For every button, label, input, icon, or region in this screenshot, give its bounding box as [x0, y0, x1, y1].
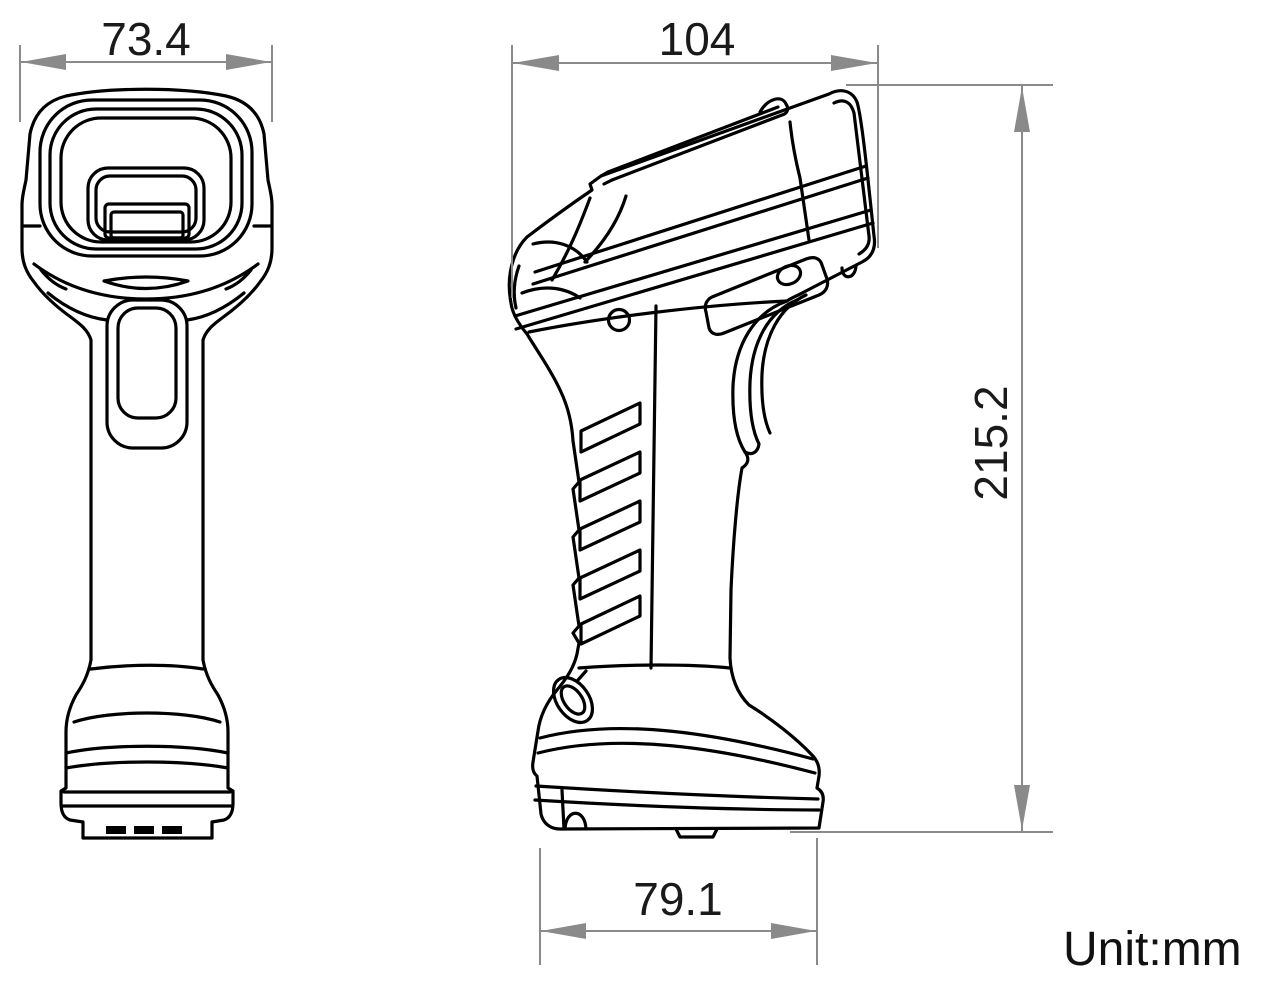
dimension-side-base-width	[539, 838, 818, 965]
dimension-label-front-width: 73.4	[101, 13, 191, 65]
side-view-drawing	[507, 89, 877, 839]
arrowhead-bottom	[1014, 785, 1030, 830]
side-lanyard-loop-outer	[551, 675, 595, 725]
dimension-annotations	[19, 45, 1053, 965]
front-window-block-inner	[109, 210, 185, 240]
side-underside-seam	[527, 299, 789, 334]
side-base-step-2	[533, 798, 821, 812]
front-bezel-ring-3	[59, 116, 233, 244]
front-collar-left	[46, 291, 109, 322]
front-scan-window-outer	[86, 166, 206, 242]
side-trigger-inner-1	[743, 298, 799, 456]
dimension-label-side-base-width: 79.1	[633, 873, 723, 925]
front-bezel-ring-2	[48, 107, 244, 251]
side-nose-face-line	[512, 264, 521, 310]
side-grip-ridge-4	[578, 548, 642, 601]
dimension-label-side-height: 215.2	[965, 385, 1017, 501]
side-loop-stem	[576, 669, 588, 682]
front-chin-dash-right	[224, 268, 253, 291]
front-chin-dash-left	[39, 268, 68, 291]
side-base-tab	[674, 827, 719, 839]
front-speaker-lens	[102, 275, 190, 291]
arrowhead-left	[21, 54, 66, 70]
side-outline	[507, 89, 877, 831]
front-base-band-1	[64, 744, 230, 755]
side-back-inner-edge	[832, 99, 871, 256]
side-base-vertical	[560, 788, 566, 831]
side-lanyard-loop-inner	[559, 684, 587, 716]
side-band-lower-1	[513, 208, 873, 318]
front-handle-seam	[89, 663, 205, 671]
side-base-arch	[563, 811, 588, 831]
arrowhead-left	[541, 923, 586, 939]
front-trigger-outer	[105, 298, 189, 450]
arrowhead-right	[771, 923, 816, 939]
side-handle-center-line	[649, 304, 658, 670]
dimension-side-height	[790, 84, 1053, 833]
side-panel	[703, 256, 830, 336]
side-base-step-1	[534, 784, 820, 801]
side-top-strip-cap	[758, 97, 790, 117]
side-nose-bezel-bottom	[520, 286, 582, 300]
front-chin-curve-1	[32, 262, 260, 301]
side-top-strip-left-end	[599, 170, 614, 186]
side-base-band-2	[536, 741, 817, 775]
side-base-seam	[577, 663, 732, 670]
front-base-band-2	[64, 760, 230, 770]
side-grip-ridge-1	[579, 401, 642, 454]
front-bezel-ring-1	[38, 98, 254, 258]
front-base-shoulder	[72, 711, 222, 724]
side-bezel-sweep	[550, 196, 592, 282]
side-grip-ridge-5	[579, 594, 642, 646]
front-scan-window-inner	[94, 174, 198, 234]
side-panel-oval-button	[775, 263, 803, 287]
side-small-button	[606, 307, 632, 333]
dimension-front-width	[19, 45, 273, 122]
side-nose-bezel-top	[531, 240, 589, 264]
arrowhead-left	[513, 55, 559, 71]
side-grip-ridge-3	[578, 499, 642, 552]
front-collar-right	[185, 291, 246, 322]
side-band-lower-2	[514, 221, 875, 331]
side-back-nub	[840, 264, 858, 279]
side-trigger-inner-2	[760, 293, 808, 435]
arrowhead-top	[1014, 87, 1030, 132]
dimension-side-width	[511, 45, 879, 298]
arrowhead-right	[831, 55, 877, 71]
front-trigger-inner	[116, 306, 178, 420]
dimension-label-side-width: 104	[658, 13, 736, 65]
side-grip-ridge-2	[578, 450, 642, 503]
side-top-strip-line-2	[610, 113, 784, 182]
side-shell-sweep	[583, 194, 628, 264]
front-outline	[20, 87, 274, 840]
side-top-strip-line-1	[606, 105, 780, 174]
side-band-upper-1	[533, 164, 868, 274]
side-band-upper-2	[531, 176, 870, 286]
side-back-panel-edge	[788, 120, 811, 242]
arrowhead-right	[226, 54, 271, 70]
side-base-band-1	[538, 726, 815, 761]
front-view-drawing	[20, 87, 274, 840]
unit-label: Unit:mm	[1063, 923, 1242, 976]
